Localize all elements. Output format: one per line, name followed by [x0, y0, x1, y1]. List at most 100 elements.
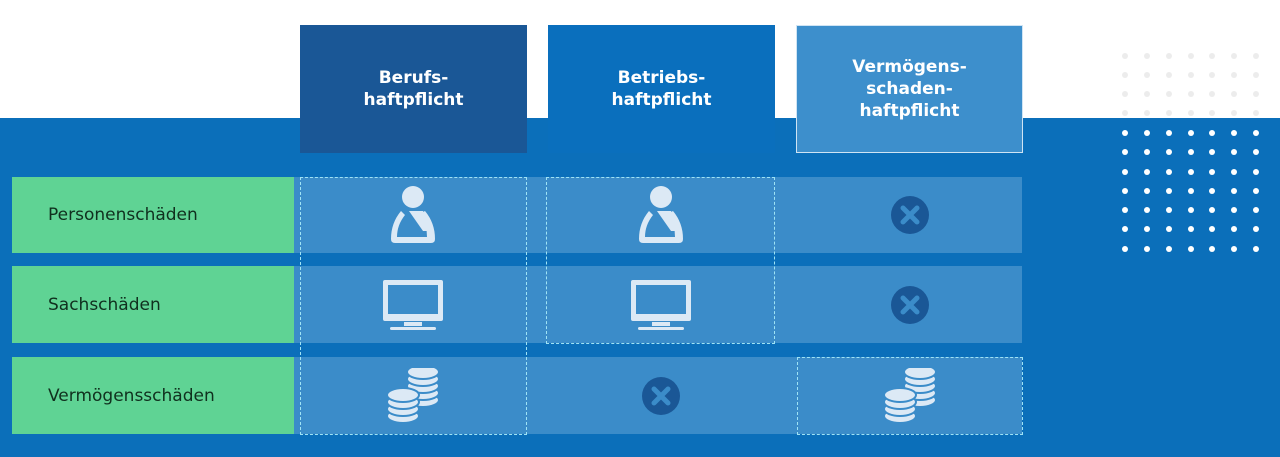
decor-dot	[1166, 110, 1172, 116]
cell-r1-c1	[300, 177, 526, 253]
decor-dot	[1166, 188, 1172, 194]
decor-dot	[1122, 91, 1128, 97]
decor-dot	[1231, 53, 1237, 59]
decor-dot	[1253, 53, 1259, 59]
decor-dot	[1253, 226, 1259, 232]
decor-dot	[1231, 110, 1237, 116]
decor-dot	[1122, 149, 1128, 155]
coins-icon	[882, 367, 938, 424]
column-header-vermoegensschadenhaftpflicht: Vermögens- schaden- haftpflicht	[796, 25, 1023, 153]
row-label-sachschaeden: Sachschäden	[12, 266, 294, 343]
monitor-icon	[630, 279, 692, 331]
decor-dot	[1209, 188, 1215, 194]
decor-dot	[1122, 246, 1128, 252]
decor-dot	[1166, 149, 1172, 155]
cell-r3-c1	[300, 357, 526, 434]
cell-r3-c3	[797, 357, 1023, 434]
decor-dot	[1209, 72, 1215, 78]
decor-dot	[1122, 226, 1128, 232]
decor-dot	[1122, 72, 1128, 78]
decor-dot	[1144, 169, 1150, 175]
decor-dot	[1144, 72, 1150, 78]
decor-dot	[1166, 53, 1172, 59]
decor-dot	[1166, 91, 1172, 97]
decor-dot	[1166, 246, 1172, 252]
decor-dot	[1231, 72, 1237, 78]
cell-r1-c2	[548, 177, 774, 253]
x-circle-icon	[890, 195, 930, 235]
decor-dot	[1253, 207, 1259, 213]
decor-dot	[1188, 110, 1194, 116]
decor-dot	[1209, 91, 1215, 97]
decor-dot	[1188, 226, 1194, 232]
decor-dot	[1231, 246, 1237, 252]
decor-dot	[1144, 207, 1150, 213]
decor-dot	[1122, 188, 1128, 194]
decor-dot	[1188, 188, 1194, 194]
decor-dot	[1144, 246, 1150, 252]
person-injured-icon	[387, 185, 439, 245]
decor-dot	[1231, 130, 1237, 136]
decor-dot	[1144, 226, 1150, 232]
decor-dot	[1253, 246, 1259, 252]
decor-dot	[1144, 188, 1150, 194]
decor-dot	[1166, 226, 1172, 232]
decor-dot	[1166, 207, 1172, 213]
decor-dot	[1231, 169, 1237, 175]
decor-dot	[1188, 169, 1194, 175]
decor-dot	[1231, 207, 1237, 213]
decor-dot	[1188, 207, 1194, 213]
decor-dot	[1253, 149, 1259, 155]
decor-dot	[1188, 91, 1194, 97]
decor-dot	[1166, 72, 1172, 78]
decor-dot	[1231, 188, 1237, 194]
decor-dot	[1231, 91, 1237, 97]
decor-dot	[1188, 130, 1194, 136]
decor-dot	[1144, 53, 1150, 59]
cell-r2-c3	[797, 266, 1023, 343]
decor-dot	[1144, 130, 1150, 136]
cell-r1-c3	[797, 177, 1023, 253]
decor-dot	[1144, 110, 1150, 116]
row-label-personenschaeden: Personenschäden	[12, 177, 294, 253]
decor-dot	[1166, 169, 1172, 175]
decor-dot	[1253, 130, 1259, 136]
cell-r2-c2	[548, 266, 774, 343]
decor-dot	[1122, 169, 1128, 175]
decor-dot	[1253, 169, 1259, 175]
decor-dot	[1188, 149, 1194, 155]
decor-dot	[1144, 149, 1150, 155]
row-label-vermoegensschaeden: Vermögensschäden	[12, 357, 294, 434]
person-injured-icon	[635, 185, 687, 245]
decor-dot	[1253, 188, 1259, 194]
decor-dot	[1188, 72, 1194, 78]
cell-r2-c1	[300, 266, 526, 343]
x-circle-icon	[641, 376, 681, 416]
decor-dot	[1209, 207, 1215, 213]
decor-dot	[1253, 91, 1259, 97]
decor-dot	[1122, 110, 1128, 116]
column-header-berufshaftpflicht: Berufs- haftpflicht	[300, 25, 527, 153]
coins-icon	[385, 367, 441, 424]
decor-dot	[1209, 53, 1215, 59]
decor-dot	[1166, 130, 1172, 136]
decor-dot	[1122, 207, 1128, 213]
decor-dot	[1188, 246, 1194, 252]
decor-dot	[1144, 91, 1150, 97]
decor-dot	[1231, 226, 1237, 232]
decor-dot	[1209, 246, 1215, 252]
decor-dot	[1253, 72, 1259, 78]
monitor-icon	[382, 279, 444, 331]
decor-dot	[1209, 110, 1215, 116]
decor-dot	[1122, 130, 1128, 136]
decor-dot	[1209, 149, 1215, 155]
decor-dot	[1231, 149, 1237, 155]
decor-dot	[1209, 226, 1215, 232]
decor-dot	[1209, 130, 1215, 136]
decor-dot	[1253, 110, 1259, 116]
column-header-betriebshaftpflicht: Betriebs- haftpflicht	[548, 25, 775, 153]
decor-dot	[1188, 53, 1194, 59]
decor-dot	[1209, 169, 1215, 175]
cell-r3-c2	[548, 357, 774, 434]
decor-dot	[1122, 53, 1128, 59]
